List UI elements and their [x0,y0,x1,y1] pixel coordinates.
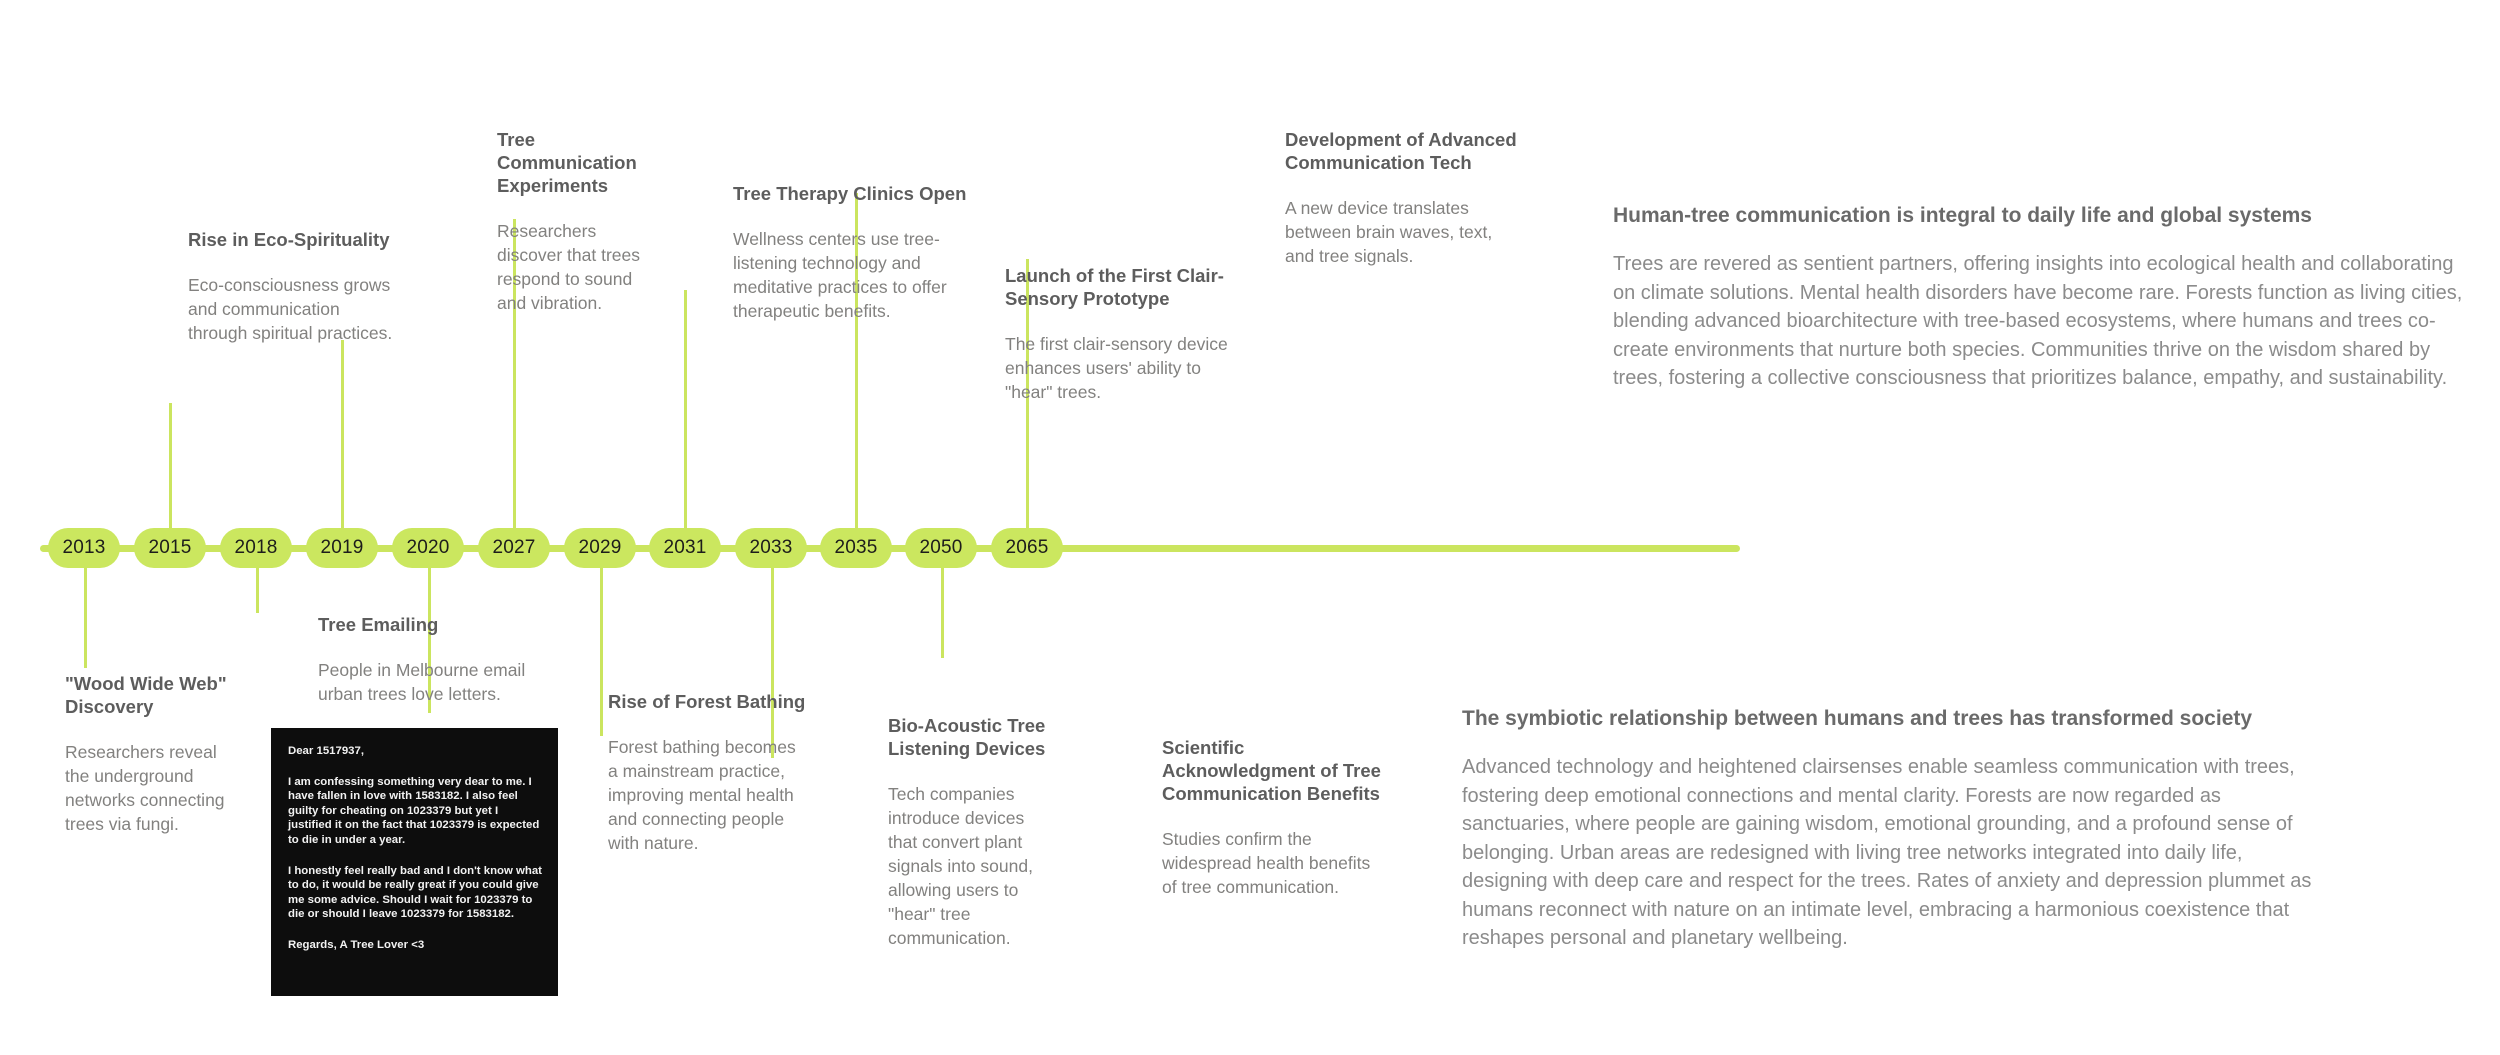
event-wood-wide-web-discovery: "Wood Wide Web" Discovery Researchers re… [65,672,235,836]
narrative-body: Advanced technology and heightened clair… [1462,756,2312,949]
email-greeting: Dear 1517937, [288,745,365,757]
event-description: Researchers discover that trees respond … [497,221,640,313]
connector-stem-2020-down [428,568,431,713]
connector-stem-2033-down [771,568,774,758]
event-title: Tree Emailing [318,614,439,635]
connector-stem-2027-up [513,219,516,528]
timeline-node-2015[interactable]: 2015 [134,528,206,568]
email-signoff: Regards, A Tree Lover <3 [288,938,425,951]
timeline-node-label: 2050 [919,537,963,558]
timeline-node-2018[interactable]: 2018 [220,528,292,568]
timeline-node-2031[interactable]: 2031 [649,528,721,568]
event-title: Rise in Eco-Spirituality [188,229,390,250]
event-description: Tech companies introduce devices that co… [888,784,1033,948]
connector-stem-2019-up [341,340,344,528]
timeline-node-2027[interactable]: 2027 [478,528,550,568]
timeline-node-2033[interactable]: 2033 [735,528,807,568]
event-title: "Wood Wide Web" Discovery [65,673,227,717]
event-description: People in Melbourne email urban trees lo… [318,660,526,704]
timeline-node-label: 2013 [62,537,106,558]
timeline-node-2035[interactable]: 2035 [820,528,892,568]
connector-stem-2029-down [600,568,603,736]
event-description: The first clair-sensory device enhances … [1005,334,1228,402]
connector-stem-2031-up [684,290,687,528]
event-tree-therapy-clinics-open: Tree Therapy Clinics Open Wellness cente… [733,182,973,323]
connector-stem-2013-down [84,568,87,668]
event-development-advanced-communication-tech: Development of Advanced Communication Te… [1285,128,1525,268]
event-launch-first-clair-sensory-prototype: Launch of the First Clair-Sensory Protot… [1005,264,1230,404]
timeline-node-label: 2031 [663,537,707,558]
event-rise-of-forest-bathing: Rise of Forest Bathing Forest bathing be… [608,690,808,855]
connector-stem-2015-up [169,403,172,528]
narrative-human-tree-communication: Human-tree communication is integral to … [1613,203,2463,393]
connector-stem-2035-up [855,193,858,528]
timeline-node-label: 2015 [148,537,192,558]
connector-stem-2065-up [1026,259,1029,528]
timeline-node-label: 2018 [234,537,278,558]
event-rise-in-eco-spirituality: Rise in Eco-Spirituality Eco-consciousne… [188,228,403,345]
timeline-node-2065[interactable]: 2065 [991,528,1063,568]
event-title: Development of Advanced Communication Te… [1285,129,1517,173]
event-title: Launch of the First Clair-Sensory Protot… [1005,265,1224,309]
connector-stem-2018-down [256,568,259,613]
timeline-node-2029[interactable]: 2029 [564,528,636,568]
timeline-node-label: 2035 [834,537,878,558]
event-title: Tree Communication Experiments [497,129,637,196]
event-scientific-acknowledgment-tree-communication-benefits: Scientific Acknowledgment of Tree Commun… [1162,736,1387,899]
tree-email-card: Dear 1517937, I am confessing something … [271,728,558,996]
event-description: Wellness centers use tree-listening tech… [733,229,947,321]
connector-stem-2050-down [941,568,944,658]
event-tree-emailing: Tree Emailing People in Melbourne email … [318,613,540,706]
narrative-symbiotic-relationship: The symbiotic relationship between human… [1462,706,2317,953]
event-tree-communication-experiments: Tree Communication Experiments Researche… [497,128,642,315]
event-title: Scientific Acknowledgment of Tree Commun… [1162,737,1381,804]
event-title: Rise of Forest Bathing [608,691,806,712]
event-title: Bio-Acoustic Tree Listening Devices [888,715,1046,759]
email-paragraph-2: I honestly feel really bad and I don't k… [288,864,542,921]
timeline-node-label: 2019 [320,537,364,558]
narrative-title: Human-tree communication is integral to … [1613,204,2312,227]
timeline-node-label: 2020 [406,537,450,558]
event-description: Studies confirm the widespread health be… [1162,829,1371,897]
timeline-node-label: 2029 [578,537,622,558]
event-description: A new device translates between brain wa… [1285,198,1493,266]
event-title: Tree Therapy Clinics Open [733,183,967,204]
timeline-node-2019[interactable]: 2019 [306,528,378,568]
event-description: Researchers reveal the underground netwo… [65,742,225,834]
timeline-node-label: 2027 [492,537,536,558]
event-description: Eco-consciousness grows and communicatio… [188,275,393,343]
narrative-body: Trees are revered as sentient partners, … [1613,253,2463,389]
event-bio-acoustic-tree-listening-devices: Bio-Acoustic Tree Listening Devices Tech… [888,714,1053,950]
timeline-node-label: 2065 [1005,537,1049,558]
timeline-node-label: 2033 [749,537,793,558]
timeline-node-2020[interactable]: 2020 [392,528,464,568]
timeline-node-2013[interactable]: 2013 [48,528,120,568]
event-description: Forest bathing becomes a mainstream prac… [608,737,796,853]
narrative-title: The symbiotic relationship between human… [1462,707,2253,730]
timeline-node-2050[interactable]: 2050 [905,528,977,568]
email-paragraph-1: I am confessing something very dear to m… [288,775,540,846]
